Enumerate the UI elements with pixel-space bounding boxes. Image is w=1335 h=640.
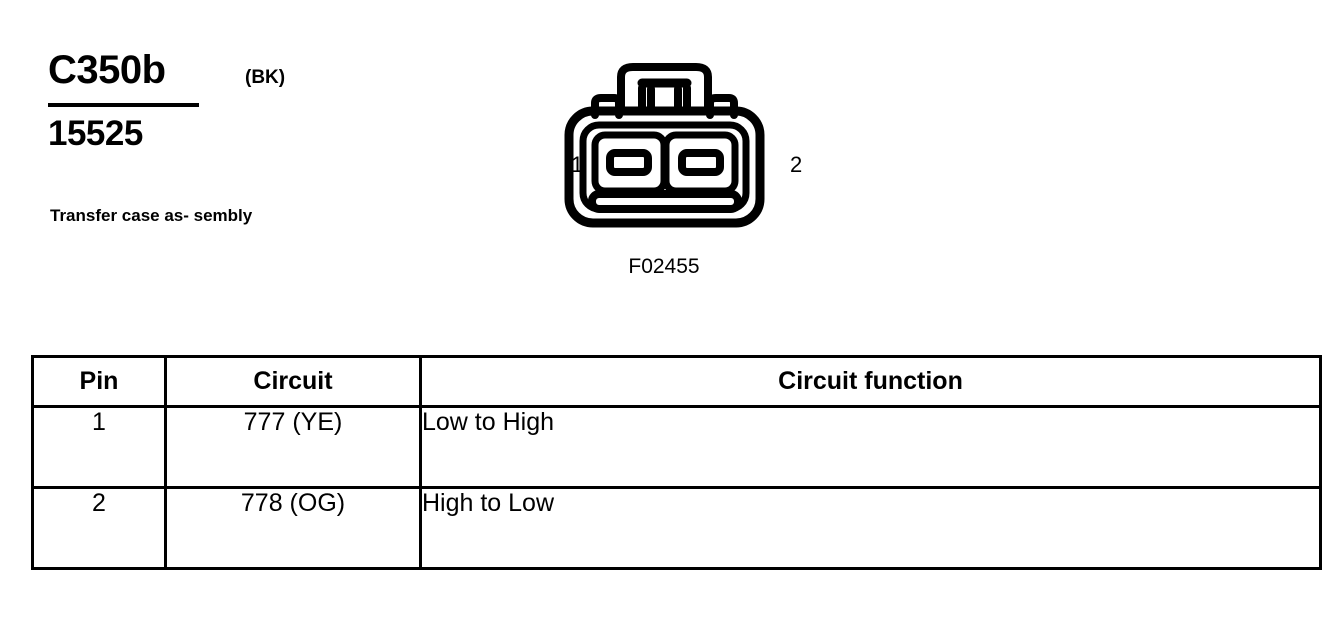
- figure-caption: F02455: [628, 255, 700, 278]
- cell-circuit-function: Low to High: [419, 405, 1322, 489]
- terminal-slot-pin-2: [678, 149, 724, 176]
- pin-label-2: 2: [790, 152, 803, 177]
- connector-figure: 1 2 F02455: [548, 55, 838, 290]
- cell-circuit: 777 (YE): [164, 405, 422, 489]
- cell-pin: 1: [31, 405, 167, 489]
- pinout-table: Pin Circuit Circuit function 1 777 (YE) …: [31, 355, 1322, 570]
- cell-pin: 2: [31, 486, 167, 570]
- table-row: 2 778 (OG) High to Low: [31, 486, 1322, 570]
- cavity-pin-2: [662, 131, 739, 195]
- shoulder-notch-right: [706, 94, 738, 119]
- connector-drawing: [564, 63, 765, 228]
- cell-circuit: 778 (OG): [164, 486, 422, 570]
- two-cavity-connector-face-icon: [548, 55, 838, 235]
- pin-label-1: 1: [571, 152, 584, 177]
- table-row: 1 777 (YE) Low to High: [31, 405, 1322, 489]
- bottom-retainer-bar: [588, 190, 742, 213]
- table-header-row: Pin Circuit Circuit function: [31, 355, 1322, 408]
- table-header: Pin Circuit Circuit function: [31, 355, 1322, 408]
- shoulder-notch-left: [591, 94, 623, 119]
- part-number: 15525: [48, 114, 143, 153]
- connector-id-row: C350b (BK): [48, 48, 348, 96]
- cavity-pin-1: [591, 131, 668, 195]
- latch-outer-shell: [617, 63, 712, 101]
- connector-header: C350b (BK) 15525 Transfer case as- sembl…: [48, 48, 348, 225]
- table-body: 1 777 (YE) Low to High 2 778 (OG) High t…: [31, 405, 1322, 570]
- terminal-slot-pin-1: [606, 149, 652, 176]
- cell-circuit-function: High to Low: [419, 486, 1322, 570]
- column-header-circuit-function: Circuit function: [419, 355, 1322, 408]
- component-name: Transfer case as- sembly: [50, 206, 253, 225]
- connector-id: C350b: [48, 48, 166, 92]
- column-header-circuit: Circuit: [164, 355, 422, 408]
- connector-body-outer: [564, 106, 765, 228]
- column-header-pin: Pin: [31, 355, 167, 408]
- connector-color-code: (BK): [245, 67, 286, 88]
- connector-id-underline: [48, 103, 199, 107]
